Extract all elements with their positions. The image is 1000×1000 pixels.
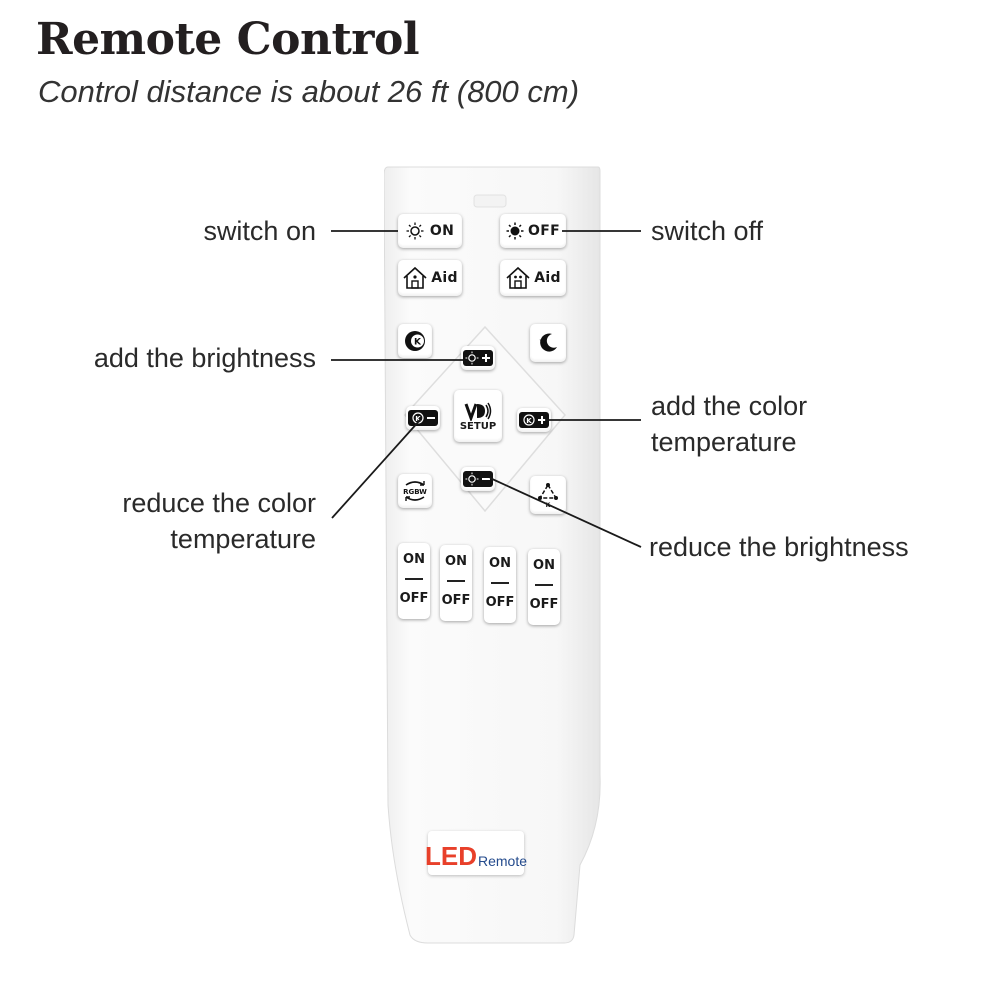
logo-remote-text: Remote xyxy=(477,853,528,869)
zone-switch-on-label: ON xyxy=(489,556,511,571)
brightness-minus-icon xyxy=(463,471,493,487)
zone-switch-off-label: OFF xyxy=(529,597,559,612)
recycle-icon: K xyxy=(538,483,558,508)
zone-switch-on-label: ON xyxy=(445,554,467,569)
aid-button-right[interactable]: Aid xyxy=(500,260,566,296)
house-icon xyxy=(506,266,530,289)
svg-text:K: K xyxy=(414,338,422,348)
sun-outline-icon xyxy=(406,222,424,240)
setup-label: SETUP xyxy=(459,420,497,432)
label-add-color-temp: add the color temperature xyxy=(651,388,911,460)
label-switch-off: switch off xyxy=(651,216,764,246)
rgbw-cycle-icon: RGBW xyxy=(403,481,427,501)
house-icon xyxy=(403,266,427,289)
label-reduce-color-temp-line2: temperature xyxy=(170,524,316,554)
aid-button-left[interactable]: Aid xyxy=(398,260,462,296)
label-add-brightness: add the brightness xyxy=(93,343,316,373)
setup-signal-icon xyxy=(464,402,492,421)
brightness-up-button[interactable] xyxy=(461,346,495,370)
kelvin-plus-icon: K xyxy=(519,412,549,428)
setup-button[interactable]: SETUP xyxy=(454,390,502,442)
zone-switch-off-label: OFF xyxy=(441,593,471,608)
zone-switch-3[interactable]: ON OFF xyxy=(484,547,516,623)
page-subtitle: Control distance is about 26 ft (800 cm) xyxy=(38,74,580,109)
label-switch-on: switch on xyxy=(203,216,316,246)
svg-text:K: K xyxy=(526,417,532,425)
divider xyxy=(405,578,423,580)
svg-text:K: K xyxy=(546,502,551,508)
label-add-color-temp-line1: add the color xyxy=(651,391,808,421)
scene-cycle-button[interactable]: K xyxy=(530,476,566,514)
color-temp-button[interactable]: K xyxy=(398,324,432,358)
divider xyxy=(447,580,465,582)
logo-led-text: LED xyxy=(424,841,477,871)
moon-icon xyxy=(539,333,557,352)
kelvin-minus-icon: K xyxy=(408,410,438,426)
zone-switch-1[interactable]: ON OFF xyxy=(398,543,430,619)
on-button-label: ON xyxy=(429,223,455,239)
rgbw-label: RGBW xyxy=(403,488,427,496)
off-button-label: OFF xyxy=(528,223,560,239)
label-reduce-color-temp-line1: reduce the color xyxy=(122,488,316,518)
page-title: Remote Control xyxy=(36,14,420,65)
brightness-plus-icon xyxy=(463,350,493,366)
led-remote-logo: LED Remote xyxy=(424,831,528,875)
divider xyxy=(491,582,509,584)
off-button[interactable]: OFF xyxy=(500,214,566,248)
kelvin-icon: K xyxy=(405,331,425,351)
zone-switch-off-label: OFF xyxy=(485,595,515,610)
aid-button-right-label: Aid xyxy=(534,270,561,286)
label-reduce-brightness: reduce the brightness xyxy=(649,532,909,562)
rgbw-button[interactable]: RGBW xyxy=(398,474,432,508)
zone-switch-4[interactable]: ON OFF xyxy=(528,549,560,625)
color-temp-up-button[interactable]: K xyxy=(517,408,551,432)
svg-text:K: K xyxy=(415,415,421,423)
label-reduce-color-temp: reduce the color temperature xyxy=(60,485,316,557)
zone-switch-2[interactable]: ON OFF xyxy=(440,545,472,621)
night-mode-button[interactable] xyxy=(530,324,566,362)
zone-switch-on-label: ON xyxy=(533,558,555,573)
label-add-color-temp-line2: temperature xyxy=(651,427,797,457)
brightness-down-button[interactable] xyxy=(461,467,495,491)
aid-button-left-label: Aid xyxy=(431,270,458,286)
zone-switch-off-label: OFF xyxy=(399,591,429,606)
zone-switch-on-label: ON xyxy=(403,552,425,567)
sun-filled-icon xyxy=(506,222,524,240)
color-temp-down-button[interactable]: K xyxy=(406,406,440,430)
divider xyxy=(535,584,553,586)
on-button[interactable]: ON xyxy=(398,214,462,248)
